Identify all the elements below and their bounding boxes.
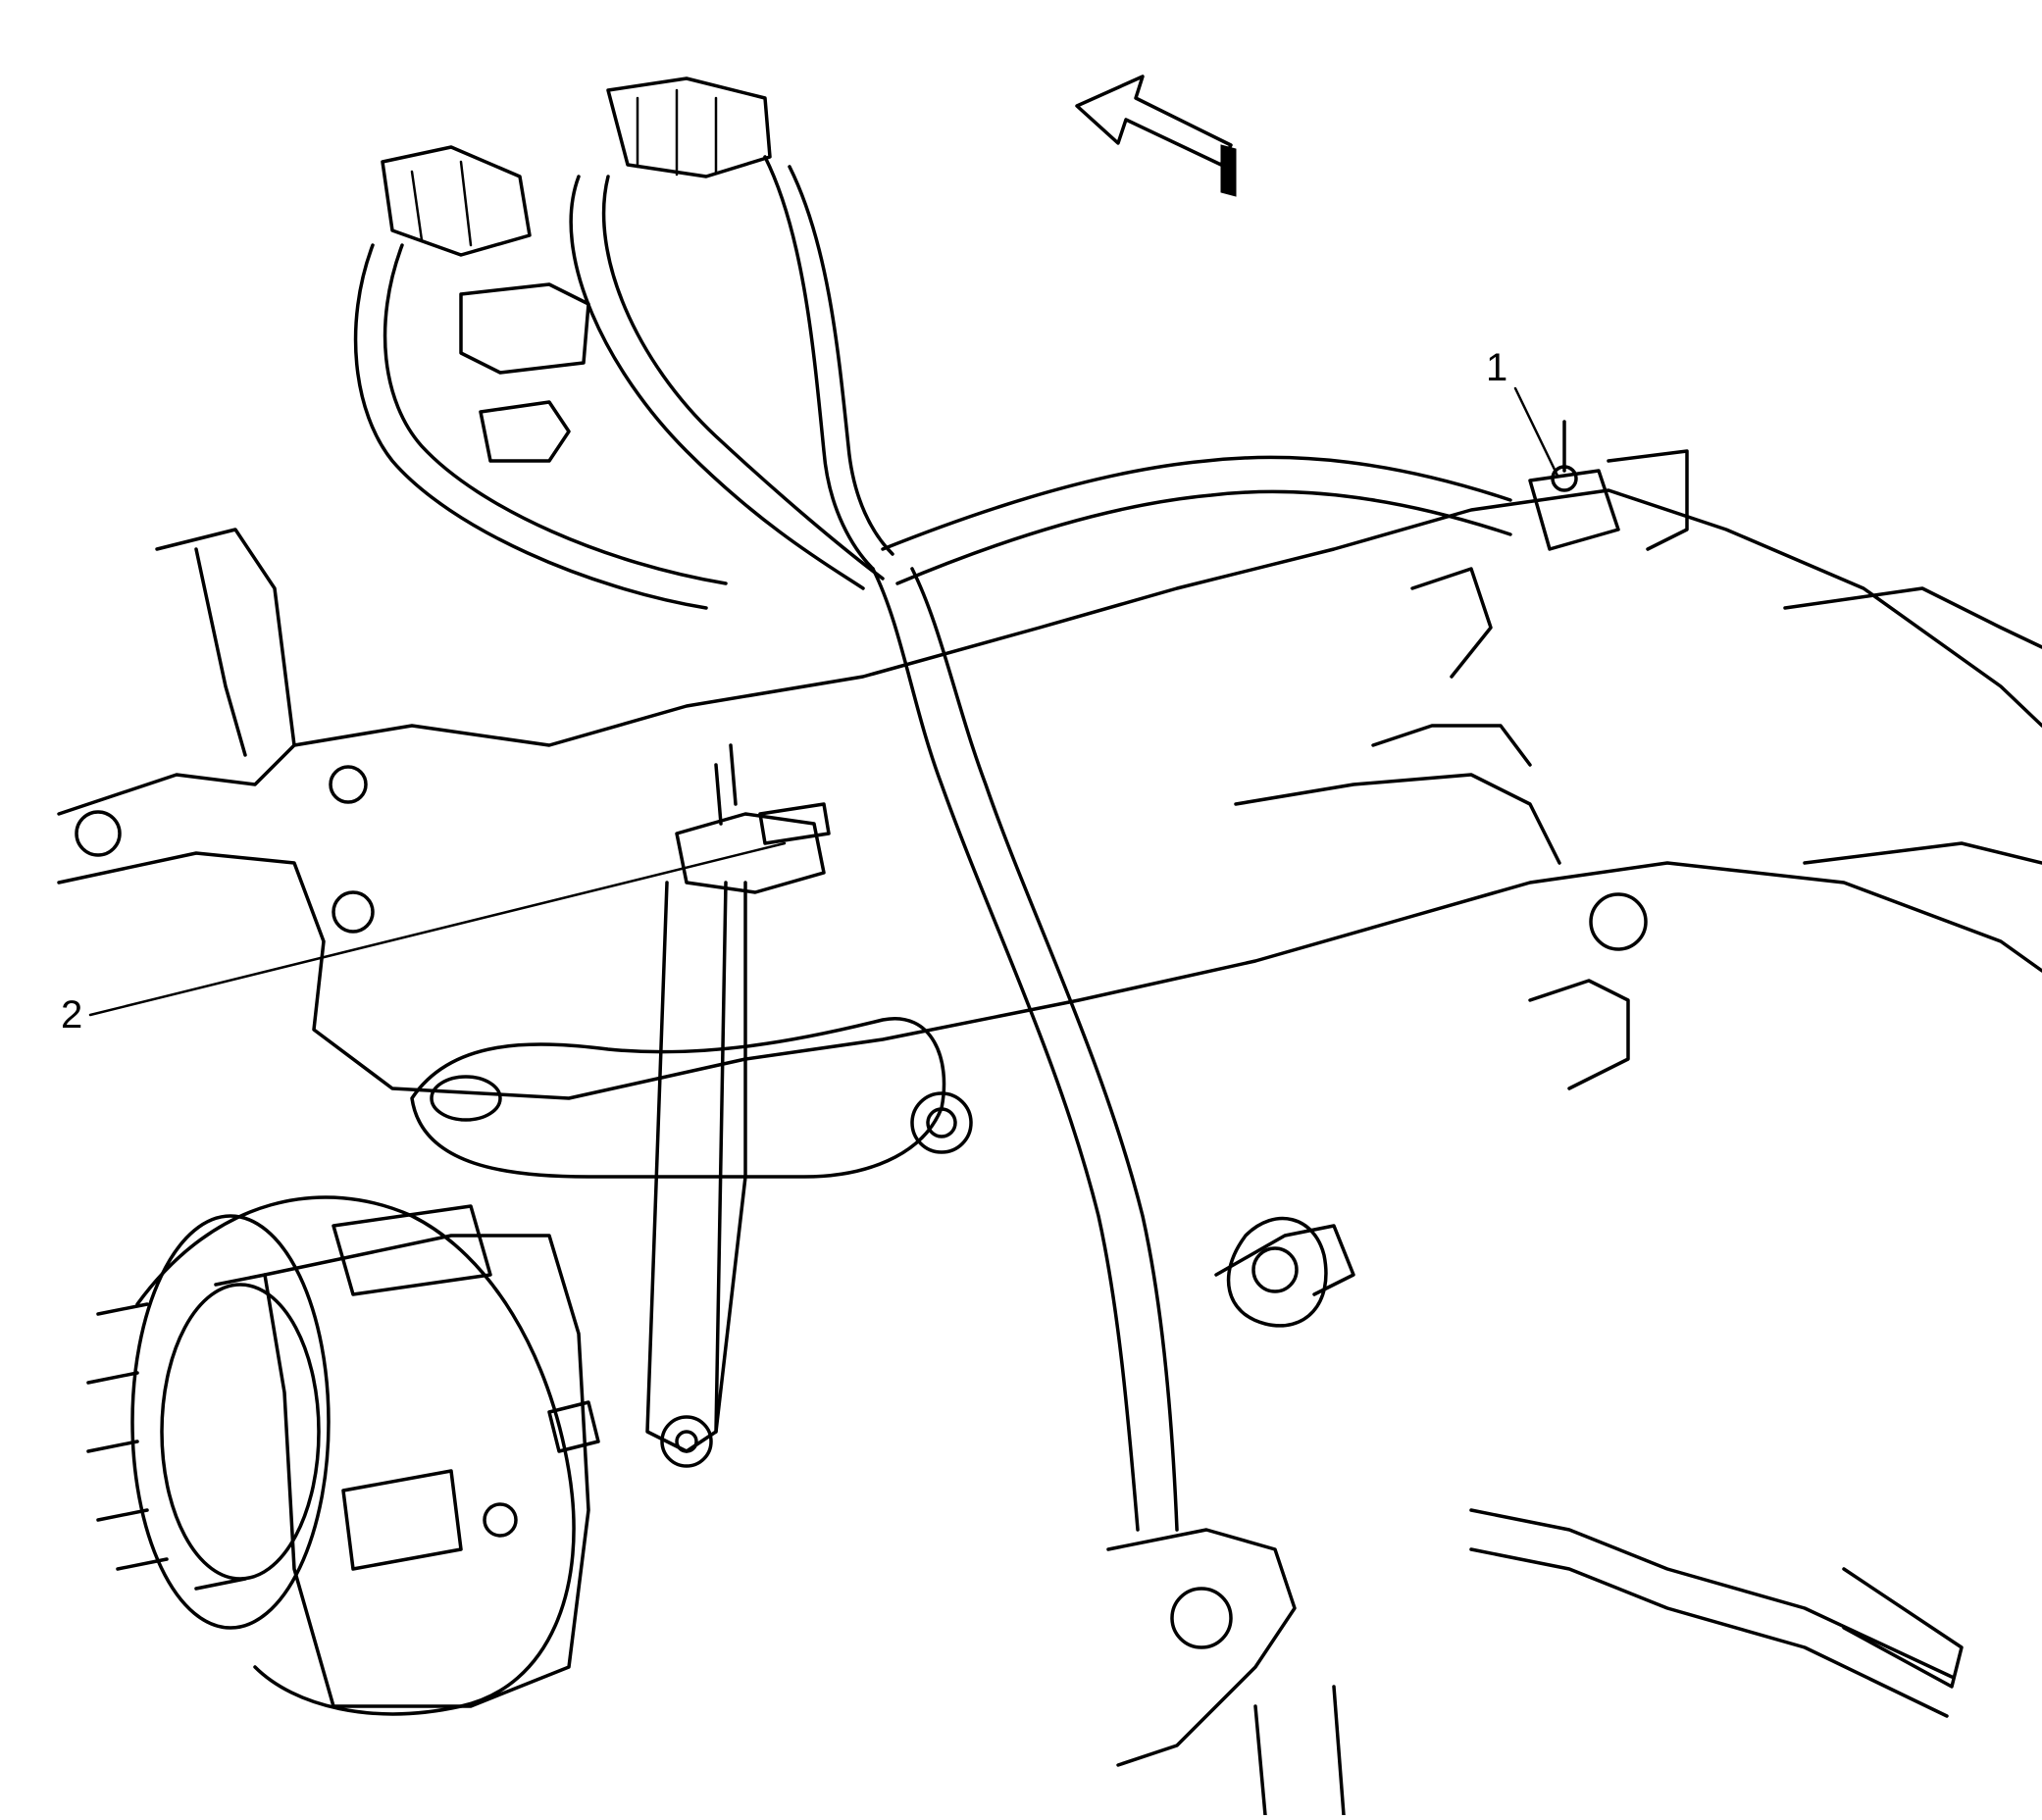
sensor-connector-2 bbox=[729, 743, 831, 845]
front-direction-arrow-icon bbox=[1075, 75, 1237, 197]
frame-crossmember bbox=[57, 449, 2042, 1100]
wiring-harness bbox=[353, 76, 1512, 1532]
brake-assembly bbox=[86, 1195, 600, 1716]
callout-2-leader bbox=[88, 841, 787, 1017]
sensor-stud-1 bbox=[1528, 420, 1620, 551]
callout-label-2: 2 bbox=[61, 993, 83, 1036]
callout-label-1: 1 bbox=[1486, 346, 1508, 389]
wheel-stud-icons bbox=[86, 1273, 267, 1591]
upper-control-arm bbox=[410, 1016, 973, 1179]
callout-1-leader bbox=[1513, 386, 1559, 478]
lower-frame-rail bbox=[1106, 979, 1964, 1817]
